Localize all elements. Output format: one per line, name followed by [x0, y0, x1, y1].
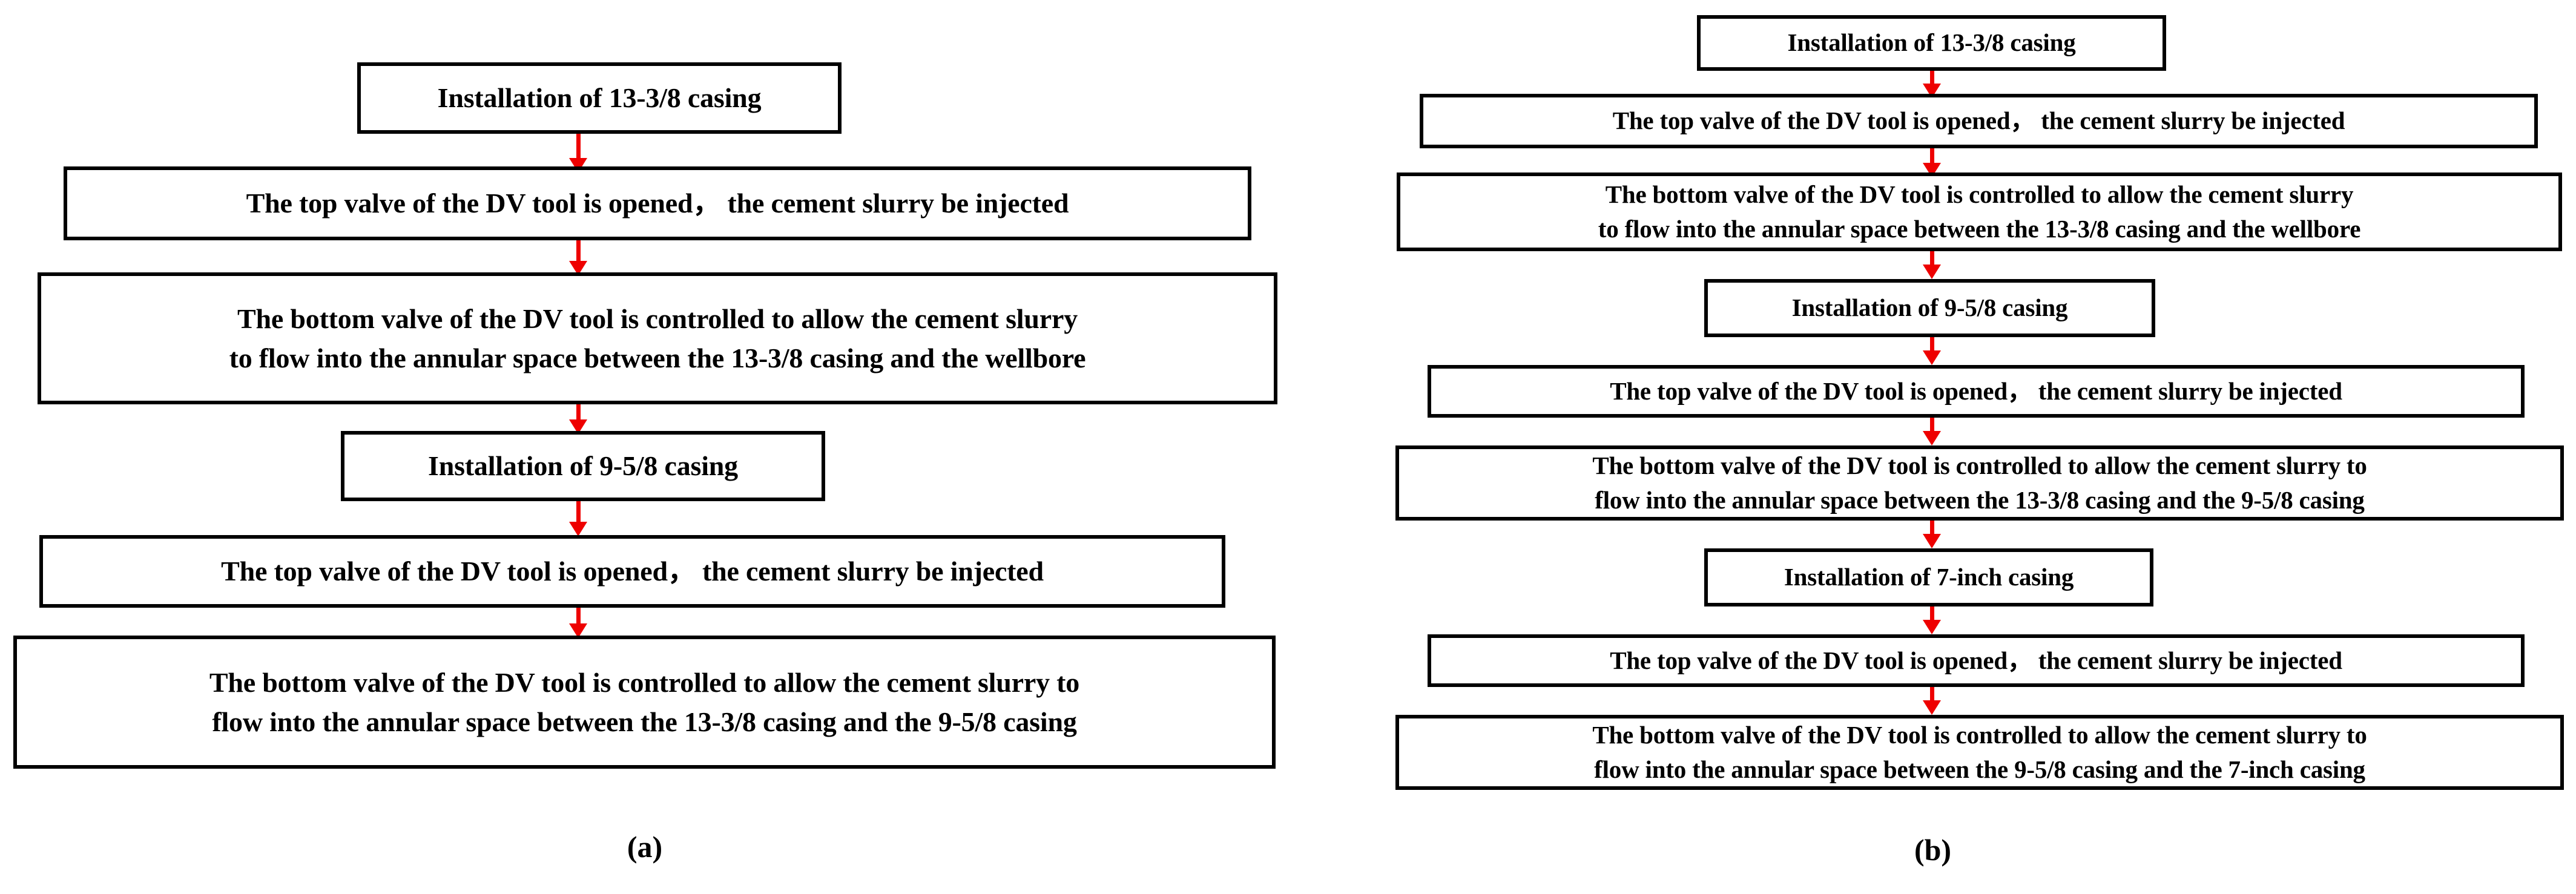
process-box-b1-label: Installation of 13-3/8 casing: [1787, 28, 2076, 57]
arrow-a2-to-a3: [569, 238, 587, 275]
process-box-a2[interactable]: The top valve of the DV tool is opened， …: [64, 166, 1251, 240]
process-box-b7-label: Installation of 7-inch casing: [1784, 563, 2074, 591]
process-box-b1[interactable]: Installation of 13-3/8 casing: [1697, 15, 2166, 71]
arrow-b8-to-b9: [1923, 687, 1941, 715]
process-box-a1-label: Installation of 13-3/8 casing: [437, 82, 762, 114]
process-box-b2-label: The top valve of the DV tool is opened， …: [1612, 107, 2345, 135]
process-box-b3-label-line2: to flow into the annular space between t…: [1598, 215, 2361, 243]
process-box-b4-label: Installation of 9-5/8 casing: [1791, 294, 2068, 322]
process-box-a1[interactable]: Installation of 13-3/8 casing: [357, 62, 842, 134]
process-box-b3-label-line1: The bottom valve of the DV tool is contr…: [1605, 180, 2354, 209]
process-box-b6[interactable]: The bottom valve of the DV tool is contr…: [1395, 445, 2564, 521]
arrow-a3-to-a4: [569, 401, 587, 434]
process-box-a4-label: Installation of 9-5/8 casing: [428, 450, 738, 482]
arrow-b5-to-b6: [1923, 418, 1941, 445]
process-box-a6-label-line1: The bottom valve of the DV tool is contr…: [209, 666, 1080, 698]
process-box-b5[interactable]: The top valve of the DV tool is opened， …: [1428, 365, 2525, 418]
process-box-b9-label-line2: flow into the annular space between the …: [1594, 755, 2365, 783]
flowchart-panel-a: Installation of 13-3/8 casing The top va…: [13, 62, 1277, 864]
process-box-a2-label: The top valve of the DV tool is opened， …: [246, 188, 1069, 219]
process-box-b9[interactable]: The bottom valve of the DV tool is contr…: [1395, 715, 2564, 790]
process-box-a5[interactable]: The top valve of the DV tool is opened， …: [39, 535, 1225, 608]
process-box-b5-label: The top valve of the DV tool is opened， …: [1610, 376, 2342, 405]
process-box-a3-label-line1: The bottom valve of the DV tool is contr…: [237, 303, 1078, 334]
process-box-b9-label-line1: The bottom valve of the DV tool is contr…: [1592, 721, 2367, 749]
panel-b-caption: (b): [1914, 833, 1952, 867]
process-box-a3-label-line2: to flow into the annular space between t…: [229, 343, 1086, 373]
arrow-a5-to-a6: [569, 604, 587, 638]
process-box-b3[interactable]: The bottom valve of the DV tool is contr…: [1397, 173, 2562, 251]
process-box-a6[interactable]: The bottom valve of the DV tool is contr…: [13, 636, 1276, 769]
process-box-a4[interactable]: Installation of 9-5/8 casing: [341, 431, 825, 501]
arrow-b3-to-b4: [1923, 251, 1941, 279]
panel-a-caption: (a): [627, 830, 663, 864]
flowchart-panel-b: Installation of 13-3/8 casing The top va…: [1290, 0, 2576, 894]
arrow-a4-to-a5: [569, 499, 587, 536]
process-box-b6-label-line2: flow into the annular space between the …: [1595, 486, 2365, 514]
process-box-b6-label-line1: The bottom valve of the DV tool is contr…: [1592, 452, 2367, 480]
process-box-b7[interactable]: Installation of 7-inch casing: [1704, 548, 2153, 606]
process-box-b8-label: The top valve of the DV tool is opened， …: [1610, 646, 2342, 674]
arrow-b6-to-b7: [1923, 521, 1941, 548]
process-box-b4[interactable]: Installation of 9-5/8 casing: [1704, 279, 2155, 337]
process-box-a6-label-line2: flow into the annular space between the …: [212, 706, 1077, 737]
process-box-a5-label: The top valve of the DV tool is opened， …: [221, 556, 1044, 587]
process-box-b2[interactable]: The top valve of the DV tool is opened， …: [1420, 94, 2538, 148]
process-box-b8[interactable]: The top valve of the DV tool is opened， …: [1428, 634, 2525, 687]
arrow-b4-to-b5: [1923, 337, 1941, 365]
arrow-b7-to-b8: [1923, 606, 1941, 634]
process-box-a3[interactable]: The bottom valve of the DV tool is contr…: [38, 272, 1277, 404]
